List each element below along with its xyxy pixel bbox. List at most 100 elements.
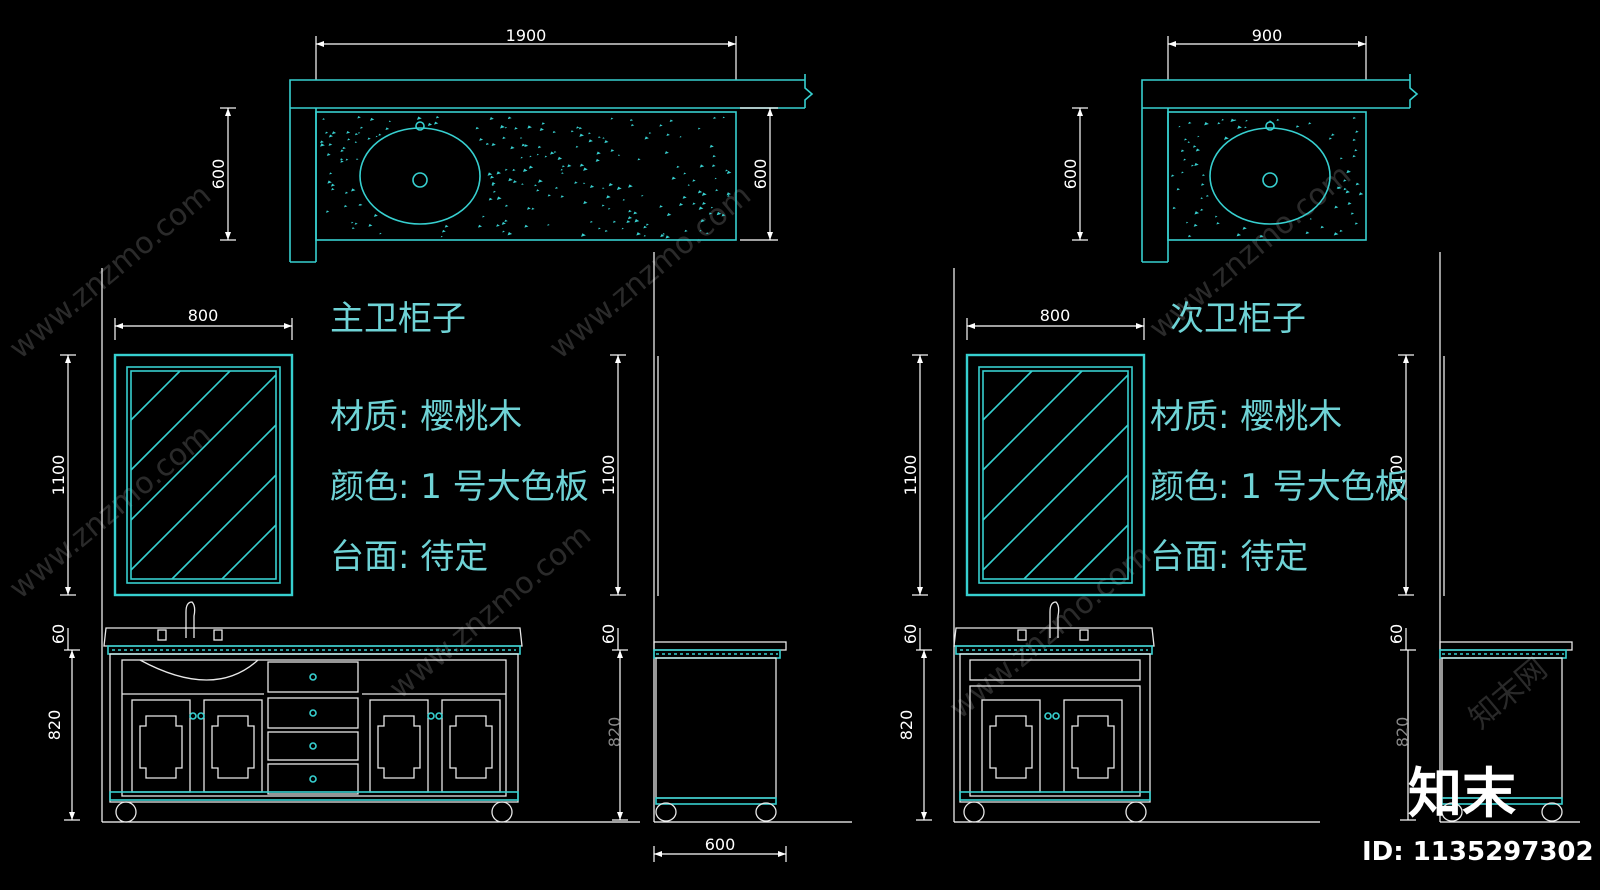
brand-watermark: 知末 ID: 1135297302	[1362, 762, 1594, 867]
speckle	[555, 186, 559, 190]
speckle	[360, 126, 364, 129]
speckle	[444, 224, 449, 228]
speckle	[643, 234, 647, 237]
speckle	[1223, 136, 1229, 140]
speckle	[699, 164, 705, 168]
speckle	[1343, 179, 1347, 182]
speckle	[1333, 232, 1339, 236]
speckle	[433, 121, 439, 125]
speckle	[589, 185, 595, 189]
speckle	[388, 120, 392, 123]
speckle	[354, 141, 358, 144]
speckle	[1320, 225, 1325, 229]
speckle	[370, 117, 375, 121]
speckle	[331, 188, 335, 191]
speckle	[536, 189, 540, 192]
speckle	[359, 203, 363, 206]
speckle	[1200, 208, 1204, 211]
speckle	[1216, 222, 1220, 225]
speckle	[676, 165, 680, 168]
speckle	[604, 229, 608, 233]
left-notes: 主卫柜子 材质: 樱桃木 颜色: 1 号大色板 台面: 待定	[330, 299, 589, 577]
speckle	[435, 116, 440, 119]
speckle	[595, 158, 600, 162]
speckle	[539, 127, 544, 131]
speckle	[702, 202, 707, 205]
speckle	[357, 116, 361, 119]
speckle	[684, 229, 688, 233]
speckle	[643, 225, 647, 229]
speckle	[537, 145, 542, 149]
speckle	[631, 124, 635, 127]
speckle	[579, 163, 585, 167]
dim-mirror-width: 800	[188, 306, 219, 325]
speckle	[1176, 188, 1180, 191]
speckle	[379, 232, 382, 235]
speckle	[496, 171, 502, 175]
speckle	[485, 142, 490, 146]
speckle	[596, 151, 601, 155]
speckle	[528, 165, 534, 169]
speckle	[687, 184, 691, 186]
note-countertop: 台面: 待定	[330, 537, 488, 577]
speckle	[328, 143, 333, 146]
speckle	[602, 137, 605, 139]
speckle	[579, 133, 584, 137]
speckle	[602, 187, 605, 189]
speckle	[1206, 194, 1209, 197]
speckle	[567, 164, 572, 168]
speckle	[527, 207, 531, 210]
speckle	[501, 221, 506, 225]
speckle	[1352, 154, 1356, 158]
speckle	[527, 125, 532, 129]
speckle	[493, 190, 496, 193]
speckle	[583, 201, 588, 205]
speckle	[523, 169, 528, 172]
speckle	[536, 153, 539, 156]
speckle	[1308, 122, 1312, 125]
speckle	[583, 167, 588, 171]
note-color: 颜色: 1 号大色板	[330, 467, 589, 507]
speckle	[622, 198, 626, 201]
speckle	[598, 136, 601, 139]
speckle	[504, 219, 508, 223]
speckle	[636, 232, 641, 236]
speckle	[504, 168, 508, 171]
speckle	[713, 116, 717, 120]
speckle	[491, 182, 496, 185]
speckle	[475, 126, 480, 130]
speckle	[1259, 234, 1264, 238]
speckle	[356, 158, 359, 160]
speckle	[378, 133, 382, 136]
speckle	[508, 177, 513, 182]
speckle	[1181, 171, 1184, 174]
speckle	[1358, 192, 1364, 196]
speckle	[697, 127, 701, 130]
speckle	[534, 184, 537, 187]
speckle	[659, 124, 663, 127]
speckle	[520, 137, 523, 139]
speckle	[562, 165, 565, 168]
speckle	[487, 172, 493, 176]
speckle	[1295, 125, 1300, 128]
speckle	[505, 204, 509, 207]
speckle	[375, 135, 378, 138]
speckle	[710, 206, 714, 209]
speckle	[358, 203, 362, 206]
speckle	[637, 158, 641, 161]
speckle	[521, 143, 526, 147]
speckle	[575, 145, 579, 148]
speckle	[1185, 221, 1189, 224]
speckle	[1195, 148, 1201, 152]
speckle	[722, 116, 726, 119]
speckle	[343, 204, 348, 208]
title-master-bath-cabinet: 主卫柜子	[330, 299, 466, 339]
speckle	[712, 164, 716, 167]
speckle	[547, 224, 550, 226]
dim-side-cabinet-height: 820	[1393, 717, 1412, 748]
speckle	[714, 177, 717, 180]
speckle	[590, 220, 593, 223]
speckle	[725, 169, 729, 172]
note-color: 颜色: 1 号大色板	[1150, 467, 1409, 507]
speckle	[608, 183, 614, 187]
